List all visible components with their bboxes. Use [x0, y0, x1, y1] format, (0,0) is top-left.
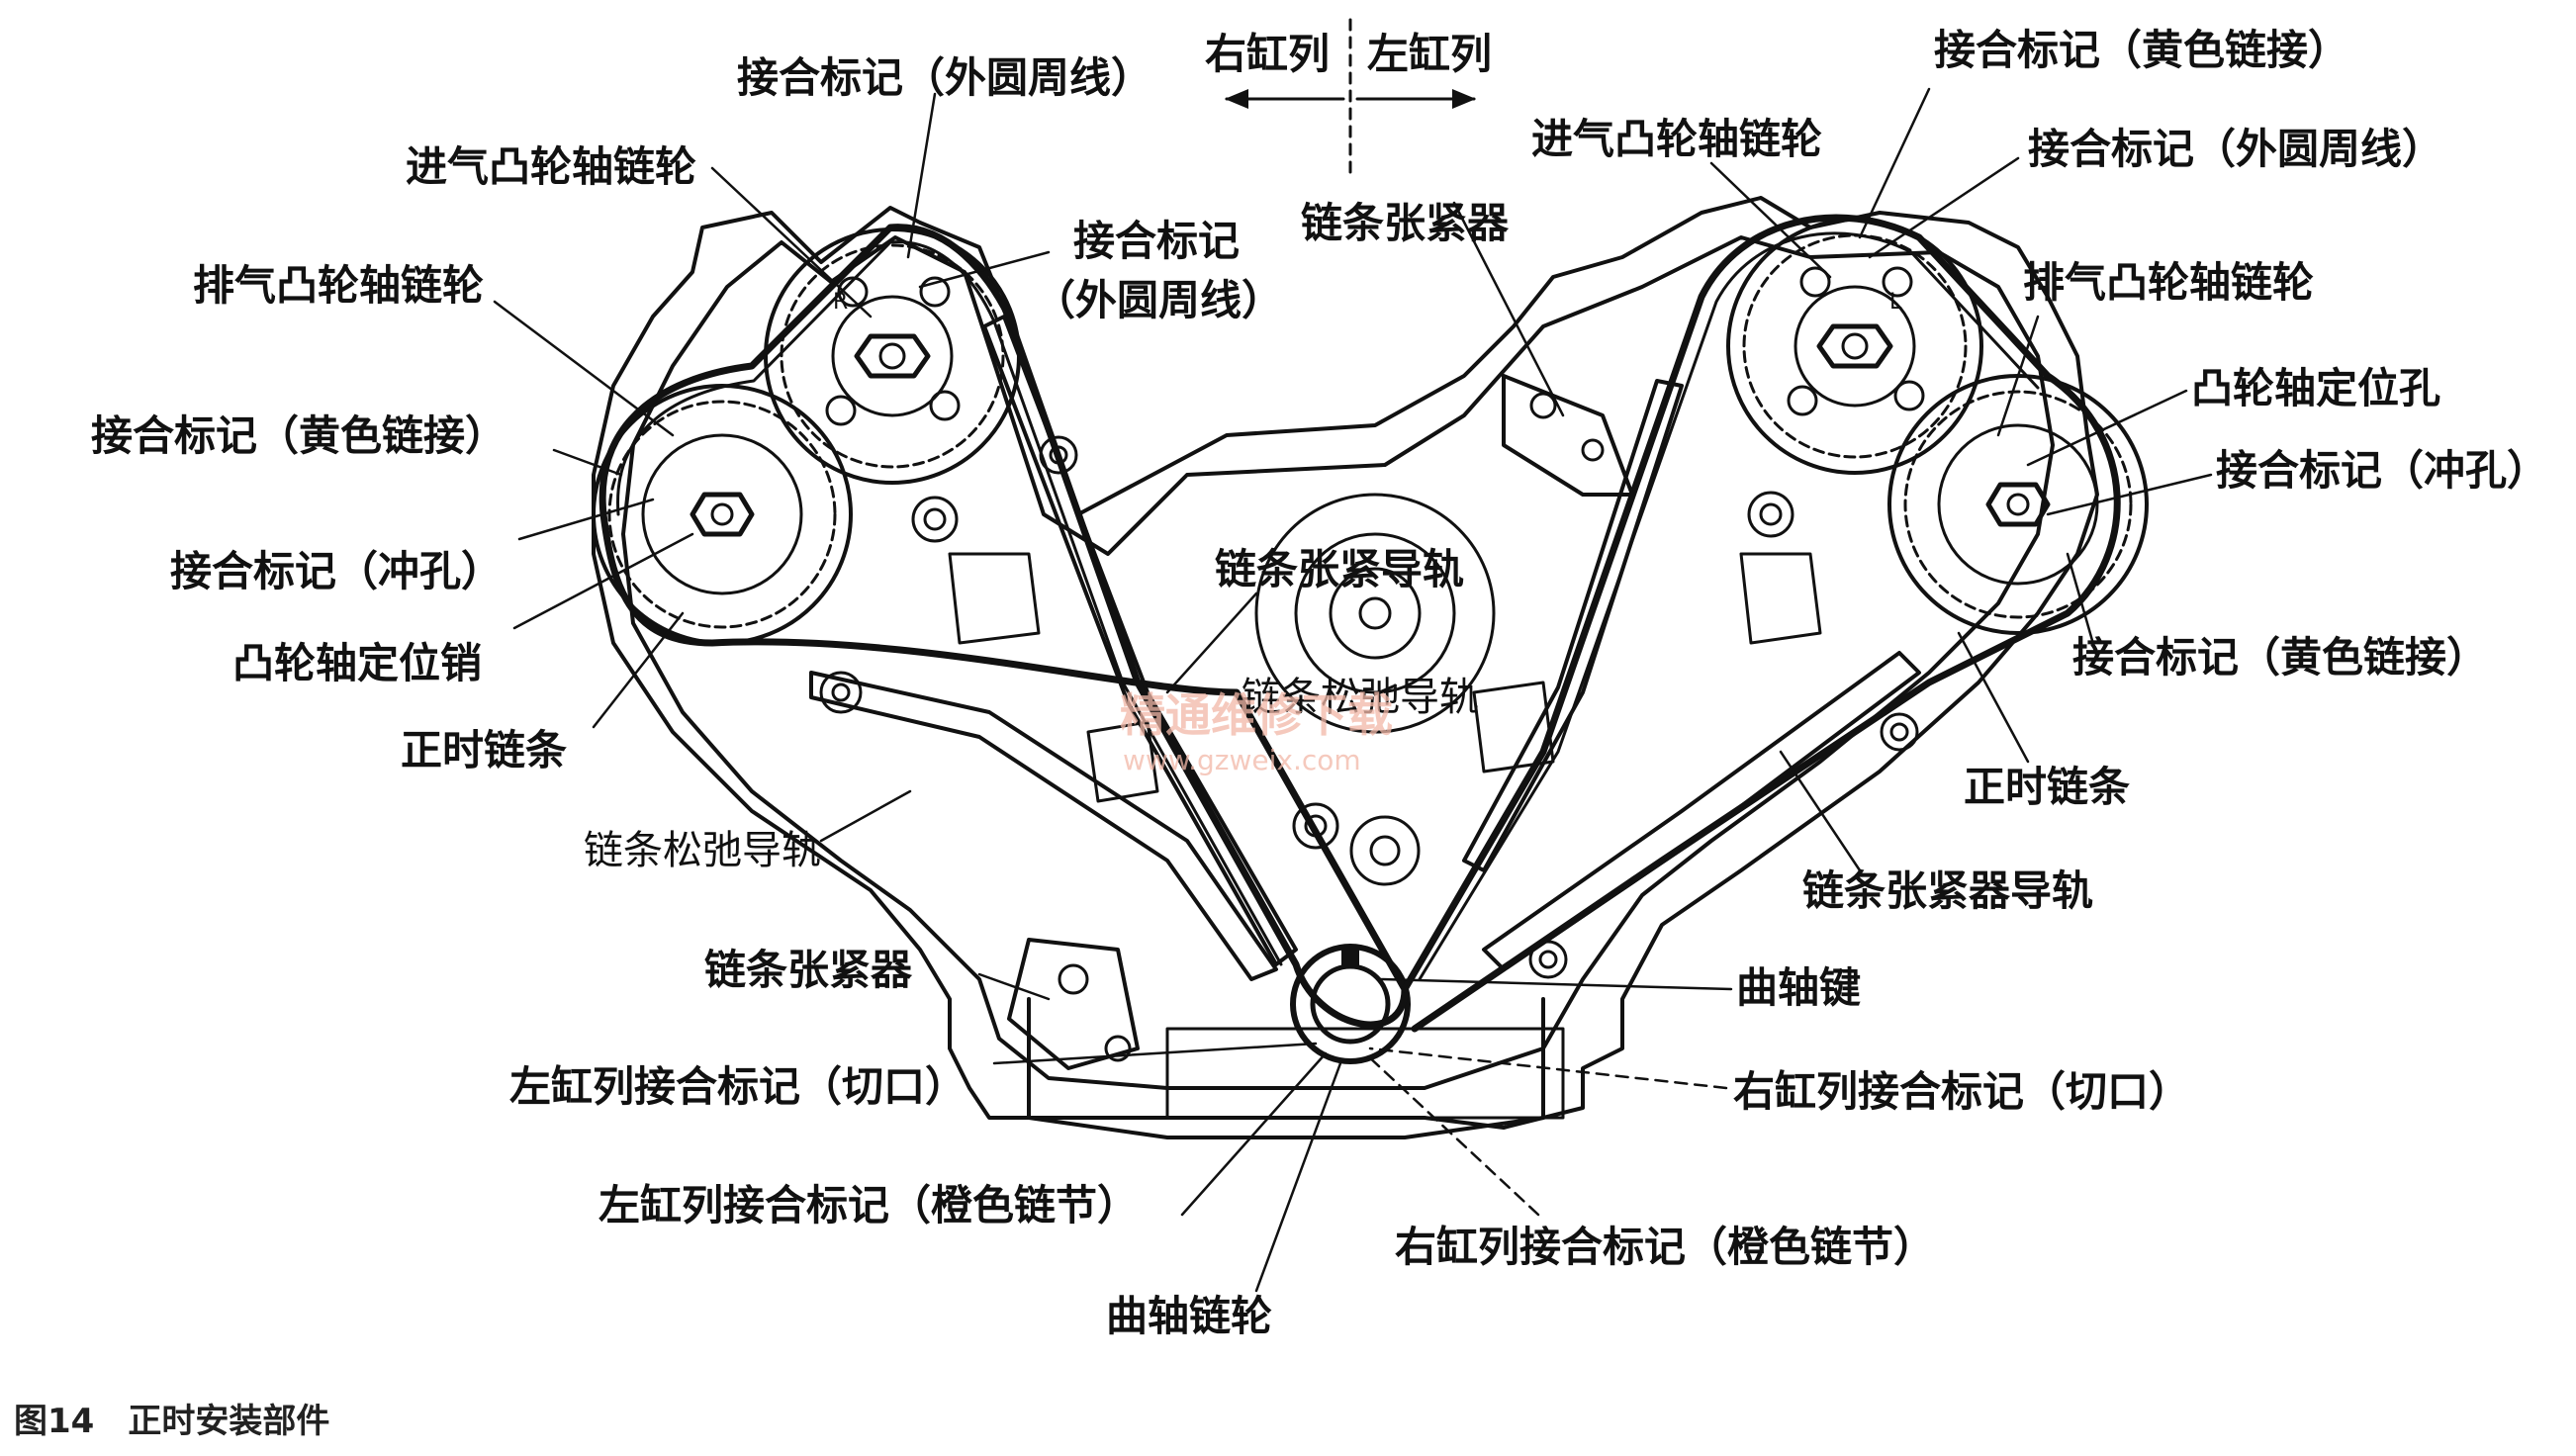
top-chain-tensioner [1502, 374, 1634, 497]
lower-housing [1027, 997, 1545, 1139]
label-left-mating-notch: 左缸列接合标记（切口） [509, 1062, 967, 1111]
label-mating-outer-right: 接合标记（外圆周线） [2028, 125, 2444, 173]
label-mating-outer-mid2: （外圆周线） [1034, 276, 1284, 324]
right-exhaust-sprocket-teeth [1903, 390, 2133, 619]
right-exhaust-sprocket-outer [1887, 374, 2149, 635]
label-timing-chain-left: 正时链条 [401, 726, 568, 774]
label-crank-key: 曲轴键 [1736, 963, 1862, 1012]
label-crank-sprocket: 曲轴链轮 [1106, 1292, 1273, 1340]
left-intake-sprocket-teeth [780, 243, 1005, 469]
oil-pump-face [1165, 1027, 1565, 1120]
left-slack-guide [809, 671, 1278, 981]
label-exhaust-sprocket-right: 排气凸轮轴链轮 [2023, 258, 2315, 307]
label-right-mating-notch: 右缸列接合标记（切口） [1733, 1067, 2191, 1116]
label-mating-punch-right: 接合标记（冲孔） [2216, 446, 2549, 495]
right-exhaust-sprocket-hub [1937, 423, 2099, 586]
right-timing-chain [1401, 214, 2121, 1033]
label-exhaust-sprocket-left: 排气凸轮轴链轮 [193, 261, 485, 310]
left-exhaust-bolt [690, 492, 755, 537]
right-tensioner-guide [1482, 651, 1921, 971]
left-chain-tensioner [1007, 938, 1140, 1070]
label-mating-punch-left: 接合标记（冲孔） [170, 547, 504, 595]
label-right-mating-orange: 右缸列接合标记（橙色链节） [1395, 1223, 1936, 1271]
center-tensioner-guide [982, 315, 1298, 966]
left-bank-label: 左缸列 [1367, 30, 1493, 78]
left-timing-chain [598, 224, 1409, 1029]
label-slack-guide-left: 链条松弛导轨 [584, 828, 821, 873]
center-slack-guide [1462, 379, 1684, 872]
label-right-tensioner-guide: 链条张紧器导轨 [1802, 866, 2094, 915]
label-mating-yellow-right-low: 接合标记（黄色链接） [2072, 633, 2489, 682]
right-intake-sprocket-teeth [1742, 233, 1968, 459]
label-chain-tensioner-left: 链条张紧器 [704, 946, 913, 994]
right-intake-mark: R [833, 290, 848, 315]
label-slack-guide-center: 链条松弛导轨 [1242, 675, 1479, 720]
center-pump [1254, 493, 1496, 734]
figure-caption: 图14 正时安装部件 [14, 1402, 330, 1441]
left-exhaust-sprocket-teeth [607, 400, 837, 629]
label-cam-dowel: 凸轮轴定位销 [232, 639, 483, 687]
right-exhaust-bolt [1985, 482, 2051, 527]
watermark-url: www.gzweix.com [1123, 744, 1361, 776]
label-mating-yellow-left: 接合标记（黄色链接） [91, 411, 507, 460]
engine-block-outline [592, 196, 2099, 1130]
left-intake-mark: L [1889, 290, 1902, 315]
label-intake-sprocket-right: 进气凸轮轴链轮 [1531, 115, 1823, 163]
label-tensioner-guide: 链条张紧导轨 [1215, 545, 1465, 593]
crank-sprocket-outer [1290, 944, 1411, 1064]
label-mating-outer-top: 接合标记（外圆周线） [737, 53, 1153, 102]
label-mating-yellow-right-top: 接合标记（黄色链接） [1934, 26, 2350, 74]
right-intake-sprocket-outer [1726, 218, 1983, 475]
right-intake-bolt [1816, 323, 1893, 369]
label-intake-sprocket-left: 进气凸轮轴链轮 [406, 142, 697, 191]
left-exhaust-sprocket-hub [641, 433, 803, 595]
label-chain-tensioner-top: 链条张紧器 [1301, 199, 1510, 247]
left-intake-sprocket-hub [831, 295, 954, 417]
right-intake-sprocket-hub [1794, 285, 1916, 408]
label-cam-locate-hole: 凸轮轴定位孔 [2191, 364, 2441, 412]
label-timing-chain-right: 正时链条 [1964, 763, 2131, 811]
crank-key-shape [1341, 950, 1359, 967]
left-intake-bolt [854, 333, 931, 379]
watermark-cn: 精通维修下载 [1120, 688, 1393, 742]
right-bank-label: 右缸列 [1205, 30, 1331, 78]
label-left-mating-orange: 左缸列接合标记（橙色链节） [598, 1181, 1140, 1229]
engine-block-inner [621, 235, 2055, 1090]
label-mating-outer-mid: 接合标记 [1073, 217, 1241, 265]
